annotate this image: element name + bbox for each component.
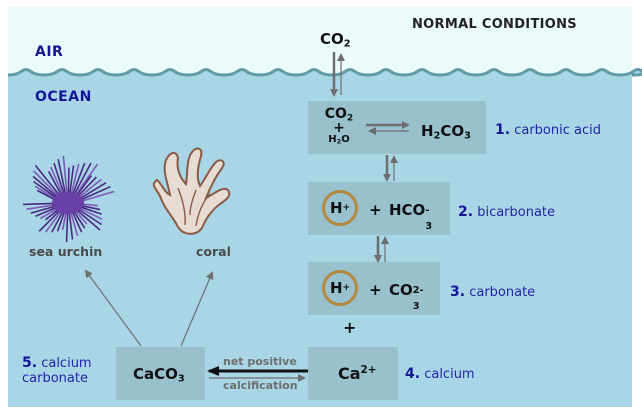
coral-label: coral [196, 244, 231, 259]
urchin-spine [70, 162, 86, 198]
label-calcium: 4. calcium [405, 366, 475, 382]
calcification-label: calcification [223, 379, 298, 392]
urchin-spine [33, 170, 63, 200]
calcium-carbonate-formula: CaCO3 [133, 365, 185, 385]
urchin-spine [65, 208, 69, 243]
wave-line [7, 68, 642, 77]
urchin-spine [34, 164, 63, 200]
urchin-spine [62, 155, 68, 198]
bicarbonate-formula: HCO-3 [389, 201, 433, 232]
diagram-title: NORMAL CONDITIONS [412, 17, 577, 32]
urchin-spine [53, 162, 66, 198]
label-calcium-carbonate: 5. calcium carbonate [22, 355, 92, 387]
h2co3-formula: H2CO3 [421, 122, 471, 142]
co2-h2o-reactants: CO2 + H2O [324, 106, 354, 146]
urchin-spine [71, 162, 92, 199]
air-label: AIR [35, 44, 64, 60]
reaction-box-1 [308, 101, 486, 154]
urchin-spine [68, 208, 74, 240]
plus-sign-calcium: + [343, 318, 357, 337]
sea-urchin-label: sea urchin [29, 244, 103, 259]
net-positive-label: net positive [223, 355, 297, 368]
arrow-to-sea-urchin [84, 269, 142, 347]
label-carbonate: 3. carbonate [450, 284, 536, 300]
urchin-spine [68, 165, 75, 198]
urchin-spine [57, 158, 67, 198]
label-bicarbonate: 2. bicarbonate [458, 204, 556, 220]
plus-sign-3: + [369, 281, 382, 299]
urchin-body [52, 192, 84, 214]
ocean-label: OCEAN [35, 89, 92, 105]
plus-sign-2: + [369, 201, 382, 219]
coral-shape [152, 147, 231, 235]
urchin-spine [50, 166, 65, 199]
sea-urchin-icon [23, 155, 115, 243]
hydrogen-ion-circle-2: H+ [322, 190, 358, 226]
coral-icon [152, 147, 231, 235]
urchin-spine [69, 163, 80, 198]
coral-branches [177, 187, 211, 227]
arrow-to-coral [180, 271, 214, 347]
calcium-ion-formula: Ca2+ [338, 363, 377, 383]
hydrogen-ion-circle-3: H+ [322, 270, 358, 306]
co2-air: CO2 [320, 30, 351, 50]
reaction-box-5 [116, 347, 205, 400]
label-carbonic-acid: 1. carbonic acid [495, 122, 601, 138]
reaction-box-4 [308, 347, 398, 400]
urchin-spine [72, 163, 99, 199]
